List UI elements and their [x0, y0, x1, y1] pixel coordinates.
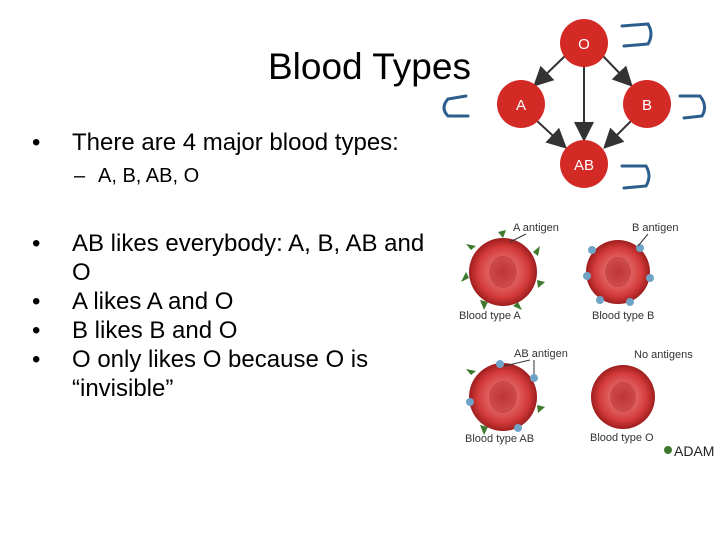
bullet-item: A likes A and O	[30, 287, 430, 316]
label-type-a: Blood type A	[459, 310, 521, 322]
label-type-o: Blood type O	[590, 432, 654, 444]
bullet-item: B likes B and O	[30, 316, 430, 345]
pointer-ab-antigen-1	[503, 359, 531, 367]
label-type-b: Blood type B	[592, 310, 654, 322]
hand-mark-ab	[620, 164, 651, 190]
pointer-a-antigen	[509, 233, 527, 243]
cell-type-b	[583, 240, 654, 306]
pointer-b-antigen	[637, 233, 649, 247]
bullet-item: AB likes everybody: A, B, AB and O	[30, 229, 430, 287]
node-a-label: A	[516, 97, 526, 114]
bullet-item: O only likes O because O is “invisible”	[30, 345, 430, 403]
label-a-antigen: A antigen	[513, 222, 559, 234]
hand-mark-a	[442, 94, 470, 118]
node-a: A	[497, 80, 545, 128]
node-ab: AB	[560, 140, 608, 188]
node-o-label: O	[578, 36, 590, 53]
label-no-antigens: No antigens	[634, 349, 693, 361]
cell-type-ab	[466, 360, 545, 435]
sub-bullet-item: A, B, AB, O	[30, 163, 430, 189]
bullet-list: There are 4 major blood types: A, B, AB,…	[30, 128, 430, 403]
cell-type-a	[461, 230, 545, 310]
label-type-ab: Blood type AB	[465, 433, 534, 445]
node-ab-label: AB	[574, 157, 594, 174]
cell-type-o	[591, 365, 655, 429]
arrow-a-to-ab	[535, 119, 567, 149]
hand-mark-o	[620, 22, 653, 48]
adam-logo-text: ADAM	[674, 443, 714, 459]
arrow-o-to-b	[601, 54, 633, 87]
arrow-o-to-a	[533, 54, 567, 87]
bullet-item: There are 4 major blood types:	[30, 128, 430, 157]
node-o: O	[560, 19, 608, 67]
slide-title: Blood Types	[268, 46, 471, 87]
node-b-label: B	[642, 97, 652, 114]
node-b: B	[623, 80, 671, 128]
label-ab-antigen: AB antigen	[514, 348, 568, 360]
arrow-b-to-ab	[603, 119, 633, 149]
label-b-antigen: B antigen	[632, 222, 678, 234]
adam-logo: ADAM	[664, 443, 714, 459]
hand-mark-b	[678, 94, 707, 120]
